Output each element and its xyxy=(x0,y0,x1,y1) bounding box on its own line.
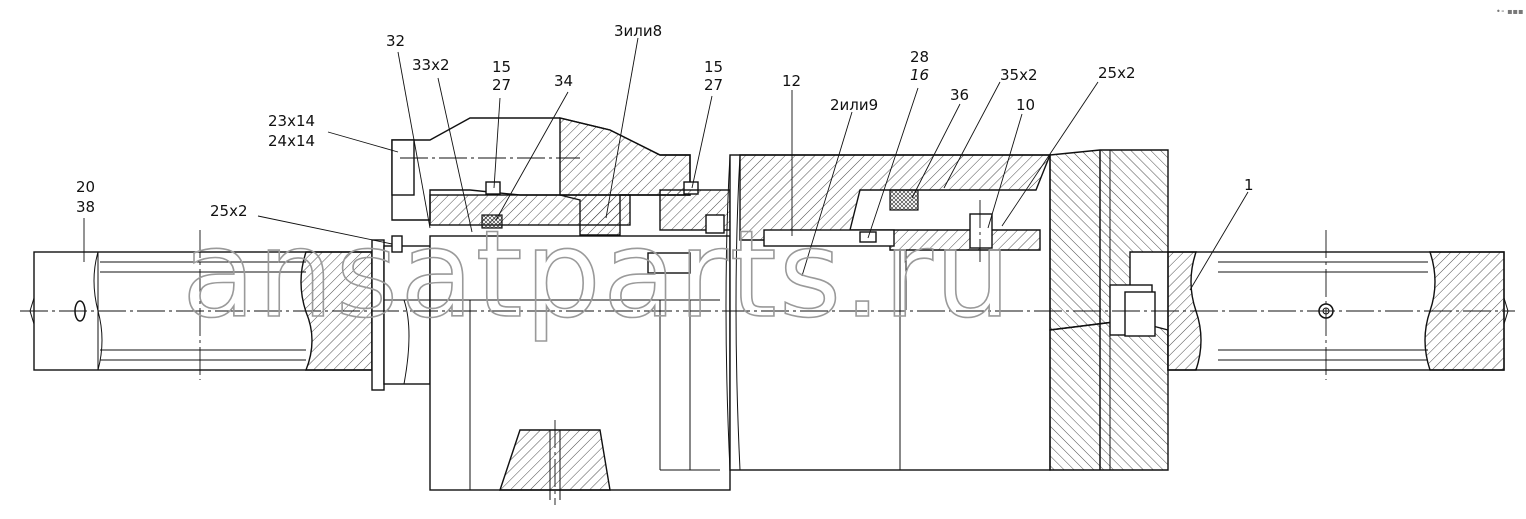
callout-15-right: 15 xyxy=(704,58,723,76)
callout-27-left: 27 xyxy=(492,76,511,94)
callout-16: 16 xyxy=(910,66,929,84)
callout-33x2: 33x2 xyxy=(412,56,450,74)
callout-20: 20 xyxy=(76,178,95,196)
callout-15-left: 15 xyxy=(492,58,511,76)
upper-housing xyxy=(391,117,731,236)
middle-section xyxy=(725,154,1052,471)
right-flange xyxy=(1049,149,1169,471)
leader-lines xyxy=(83,37,1249,291)
callout-25x2-left: 25x2 xyxy=(210,202,248,220)
corner-mark: •⁃ ▪▪▪ xyxy=(1496,7,1524,16)
central-body xyxy=(429,235,731,500)
callout-25x2-right: 25x2 xyxy=(1098,64,1136,82)
callout-23x14: 23x14 xyxy=(268,112,315,130)
callout-10: 10 xyxy=(1016,96,1035,114)
axis-lines xyxy=(20,157,1515,505)
callout-34: 34 xyxy=(554,72,573,90)
callout-36: 36 xyxy=(950,86,969,104)
callout-28: 28 xyxy=(910,48,929,66)
callout-24x14: 24x14 xyxy=(268,132,315,150)
callout-1: 1 xyxy=(1244,176,1254,194)
callout-35x2: 35x2 xyxy=(1000,66,1038,84)
watermark: ansatparts.ru xyxy=(182,206,1013,345)
callout-12: 12 xyxy=(782,72,801,90)
callout-32: 32 xyxy=(386,32,405,50)
callout-27-right: 27 xyxy=(704,76,723,94)
callout-2ili9: 2или9 xyxy=(830,96,878,114)
callout-labels: 32 33x2 15 27 34 3или8 15 27 12 2или9 28… xyxy=(76,22,1254,220)
callout-38: 38 xyxy=(76,198,95,216)
callout-3ili8: 3или8 xyxy=(614,22,662,40)
